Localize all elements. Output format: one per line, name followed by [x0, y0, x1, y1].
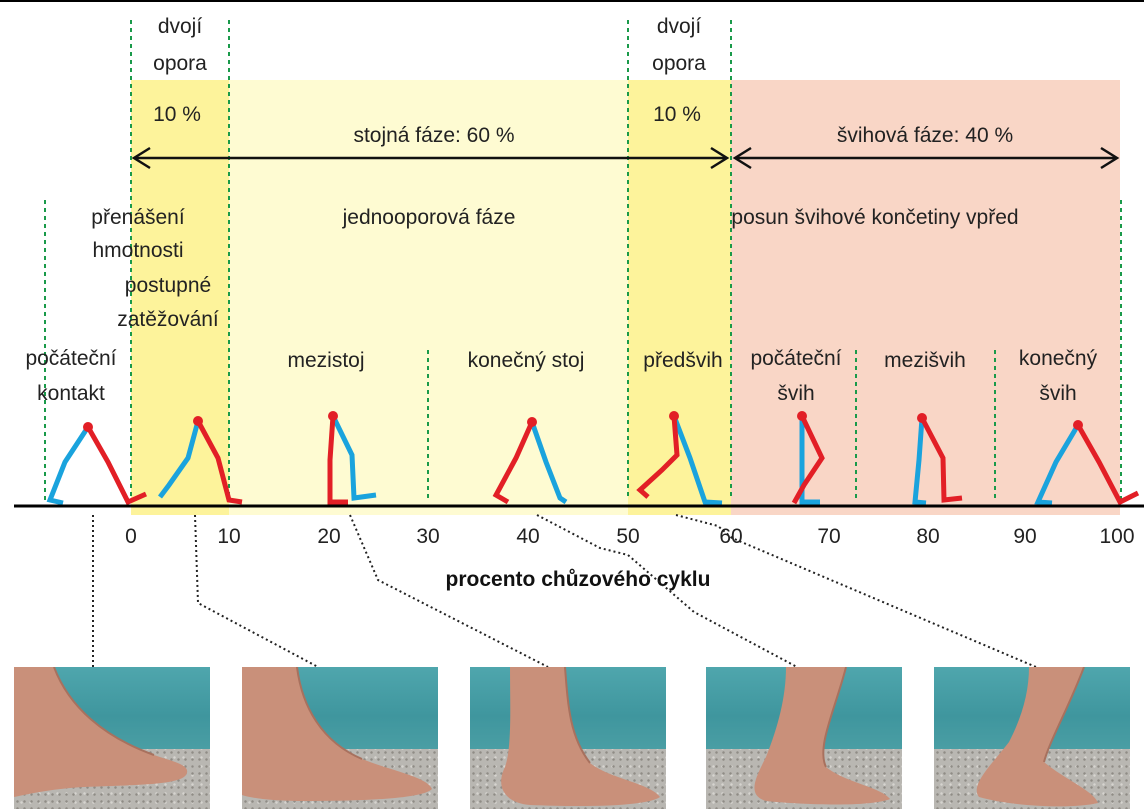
stance-phase-label: stojná fáze: 60 % [353, 124, 514, 147]
percent-label-1: 10 % [153, 103, 201, 126]
connector-loading [195, 515, 318, 667]
tick-label: 30 [416, 525, 439, 548]
tick-label: 20 [317, 525, 340, 548]
tick-label: 90 [1013, 525, 1036, 548]
x-axis-title: procento chůzového cyklu [446, 568, 711, 591]
double-support-label-1a: dvojí [158, 15, 203, 38]
x-axis-ticks: 0 10 20 30 40 50 60 70 80 90 100 [125, 525, 1134, 548]
double-support-band-2 [628, 80, 731, 515]
photo-midstance [470, 667, 666, 809]
midswing-label: mezišvih [884, 349, 966, 372]
tick-label: 0 [125, 525, 137, 548]
single-support-label: jednooporová fáze [342, 206, 516, 229]
terminal-stance-label: konečný stoj [468, 349, 585, 372]
photo-preswing [934, 667, 1130, 809]
limb-advance-label: posun švihové končetiny vpřed [731, 206, 1018, 229]
loading-label-a: postupné [125, 274, 211, 297]
tick-label: 80 [916, 525, 939, 548]
initial-swing-label-b: švih [777, 382, 814, 405]
loading-label-b: zatěžování [117, 308, 219, 331]
initial-swing-label-a: počáteční [750, 347, 841, 370]
swing-phase-label: švihová fáze: 40 % [837, 124, 1013, 147]
midstance-label: mezistoj [287, 349, 364, 372]
weight-transfer-label-b: hmotnosti [92, 239, 183, 262]
percent-label-2: 10 % [653, 103, 701, 126]
tick-label: 70 [817, 525, 840, 548]
terminal-swing-label-b: švih [1039, 382, 1076, 405]
tick-label: 100 [1099, 525, 1134, 548]
weight-transfer-label-a: přenášení [91, 206, 185, 229]
double-support-label-2b: opora [652, 52, 706, 75]
tick-label: 40 [516, 525, 539, 548]
double-support-label-2a: dvojí [657, 15, 702, 38]
double-support-label-1b: opora [153, 52, 207, 75]
preswing-label: předšvih [643, 349, 722, 372]
connector-terminal-stance [537, 515, 797, 667]
photo-loading [242, 667, 438, 809]
tick-label: 10 [217, 525, 240, 548]
photo-initial-contact [14, 667, 210, 809]
initial-contact-label-a: počáteční [25, 347, 116, 370]
photo-terminal-stance [706, 667, 902, 809]
tick-label: 50 [616, 525, 639, 548]
terminal-swing-label-a: konečný [1019, 347, 1098, 370]
initial-contact-label-b: kontakt [37, 382, 105, 405]
